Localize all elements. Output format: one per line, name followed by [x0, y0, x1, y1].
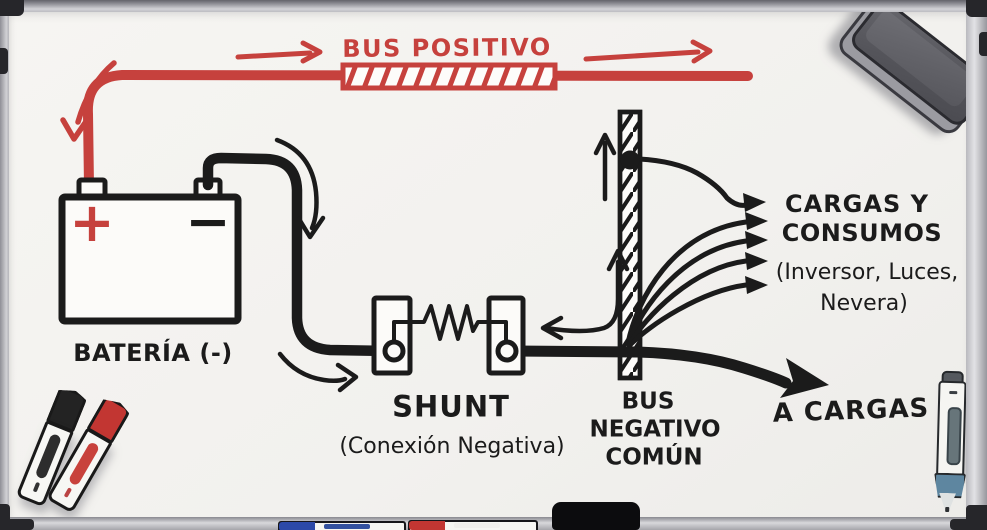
positive-bus-label: BUS POSITIVO	[342, 33, 552, 63]
negative-wire	[202, 152, 392, 357]
positive-bus-wire	[60, 39, 753, 191]
corner-foot-bottom-right	[950, 519, 987, 530]
tray-marker-red-stripe	[454, 523, 500, 528]
pen-window	[946, 406, 962, 466]
tray-marker-blue-stripe	[324, 524, 370, 529]
shunt-left-terminal	[382, 339, 406, 363]
battery-minus-symbol: −	[185, 190, 231, 253]
battery-symbol	[58, 177, 242, 325]
negative-bus-bar	[617, 109, 643, 381]
shunt-sublabel: (Conexión Negativa)	[339, 434, 565, 459]
pen-body	[936, 380, 967, 478]
frame-right	[966, 0, 987, 530]
pen-brand-mark	[949, 390, 958, 395]
tray-marker-blue-cap	[279, 522, 315, 530]
to-loads-label: A CARGAS	[772, 393, 930, 429]
shunt-resistor	[392, 304, 508, 343]
frame-left	[0, 0, 9, 530]
pen-point	[945, 506, 950, 513]
tray-eraser	[552, 502, 640, 530]
black-marker-brand-mark	[32, 481, 41, 493]
shunt-label: SHUNT	[392, 389, 510, 424]
tray-marker-red-cap	[409, 521, 445, 530]
loads-label-line1: CARGAS Y	[785, 190, 929, 218]
tray-marker-blue	[278, 521, 406, 530]
load-wires	[625, 156, 749, 349]
corner-foot-bottom-left	[0, 519, 34, 530]
tray-marker-red	[408, 520, 538, 530]
corner-tab-left	[0, 48, 8, 74]
red-marker-brand-mark	[63, 487, 73, 498]
current-flow-arrows-bus	[540, 132, 630, 341]
negative-bus-label-line2: NEGATIVO	[589, 416, 721, 443]
bus-connection-dot	[620, 150, 640, 170]
shunt-symbol	[371, 295, 526, 376]
positive-bus-bar	[340, 62, 558, 91]
negative-bus-label-line3: COMÚN	[605, 444, 703, 471]
corner-bracket-top-right	[966, 0, 987, 17]
battery-body	[58, 193, 242, 325]
corner-tab-right	[979, 32, 987, 56]
load-wire-arrowheads	[743, 193, 768, 294]
corner-bracket-bottom-left	[0, 504, 10, 530]
loads-label-line3: (Inversor, Luces,	[775, 260, 959, 285]
battery-label: BATERÍA (-)	[73, 339, 233, 367]
shunt-right-terminal	[495, 339, 519, 363]
loads-label-line4: Nevera)	[820, 291, 908, 316]
battery-plus-symbol: +	[69, 191, 115, 254]
negative-bus-label-line1: BUS	[621, 388, 675, 415]
loads-label-line2: CONSUMOS	[781, 219, 943, 247]
to-loads-wire	[508, 345, 829, 398]
frame-top	[0, 0, 987, 12]
white-pen	[932, 370, 967, 513]
current-flow-arrows-battery	[274, 137, 359, 393]
corner-bracket-top-left	[0, 0, 24, 16]
